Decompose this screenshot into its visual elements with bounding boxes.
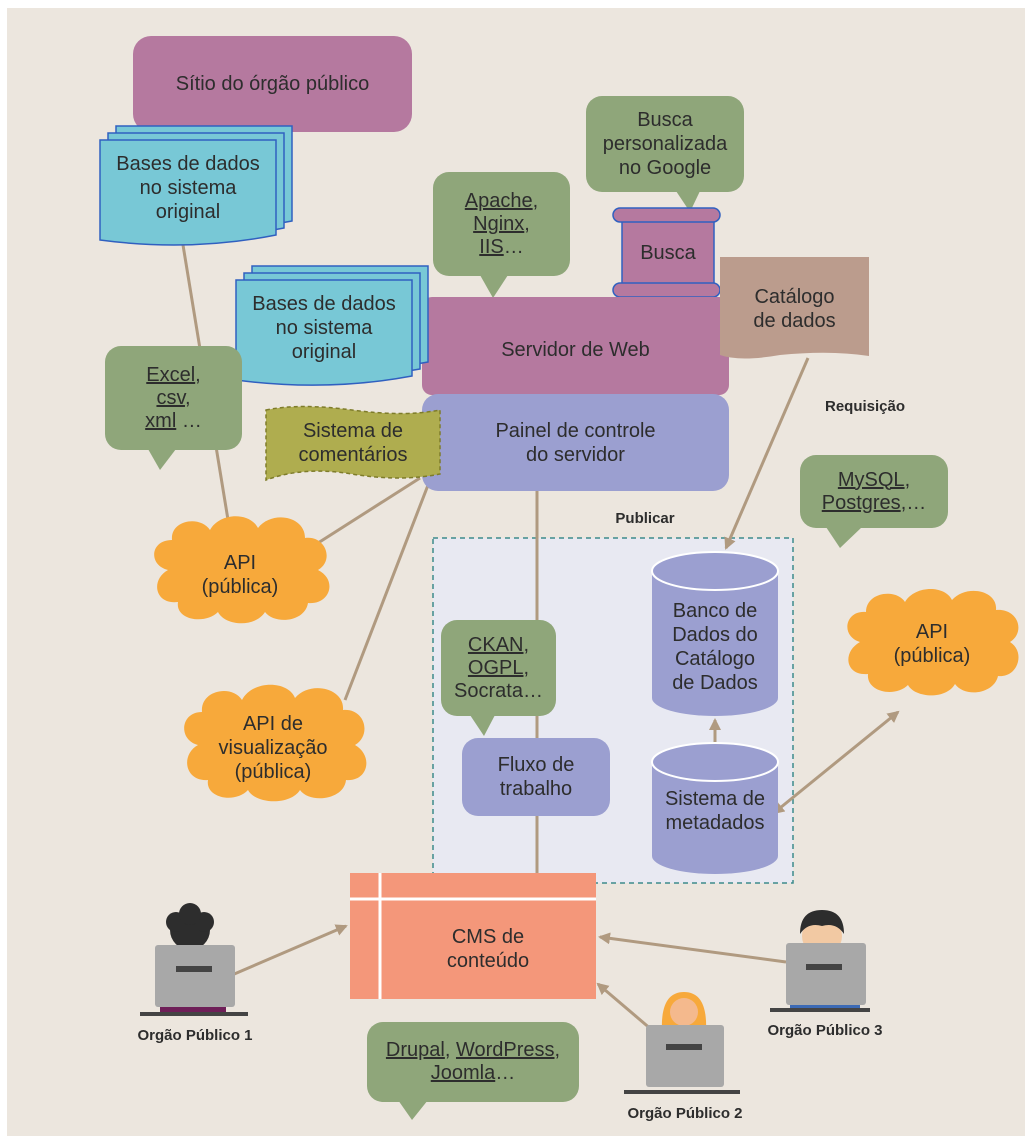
request-label: Requisição (824, 398, 906, 415)
api-left-cloud (154, 516, 330, 624)
databases-bubble (800, 455, 948, 548)
api-right-label: API (pública) (893, 621, 971, 667)
connector-catalog-db (724, 357, 810, 550)
google-search-label: Busca personalizada no Google (602, 109, 728, 179)
drupal-sep: , (444, 1039, 456, 1061)
bases-stack-top (99, 125, 293, 246)
csv-sep: , (184, 386, 191, 409)
bases-stack-mid (235, 265, 429, 386)
comments-label: Sistema de comentários (298, 420, 408, 466)
excel-sep: , (195, 363, 201, 386)
postgres-sep: ,… (900, 491, 927, 514)
cms-window (350, 873, 596, 999)
comments-shape (265, 405, 441, 482)
ogpl-sep: , (523, 656, 530, 679)
apache-link[interactable]: Apache (464, 189, 533, 212)
publish-label: Publicar (615, 510, 675, 527)
metadata-cylinder (651, 742, 779, 874)
web-server-label: Servidor de Web (501, 339, 650, 361)
connector-agency3-cms (598, 932, 787, 964)
wordpress-sep: , (554, 1039, 561, 1061)
connector-panel-api (317, 476, 421, 545)
iis-link[interactable]: IIS (479, 235, 504, 258)
metadata-label: Sistema de metadados (664, 788, 766, 834)
webservers-bubble (433, 172, 570, 298)
joomla-sep: … (495, 1062, 516, 1084)
cms-label: CMS de conteúdo (446, 926, 530, 972)
csv-link[interactable]: csv (156, 386, 185, 409)
ogpl-link[interactable]: OGPL (467, 656, 524, 679)
agency2-label: Orgão Público 2 (627, 1105, 743, 1122)
connector-agency1-cms (231, 924, 348, 977)
workflow-label: Fluxo de trabalho (497, 754, 575, 800)
control-panel-label: Painel de controle do servidor (495, 419, 656, 466)
connector-panel-apiviz (343, 479, 432, 701)
api-viz-cloud (184, 684, 367, 802)
cms-options-bubble (367, 1022, 579, 1120)
bases-mid-label: Bases de dados no sistema original (252, 293, 396, 363)
webservers-list: Apache, Nginx, IIS… (433, 172, 570, 276)
api-right-cloud (847, 588, 1019, 696)
agency1-figure (140, 903, 248, 1016)
search-label: Busca (640, 241, 696, 264)
platforms-bubble (441, 620, 556, 736)
agency2-figure (624, 992, 740, 1094)
formats-bubble (105, 346, 242, 470)
databases-list: MySQL, Postgres,… (800, 455, 948, 528)
api-left-label: API (pública) (201, 552, 279, 598)
cms-options-list: Drupal, WordPress, Joomla… (367, 1022, 579, 1102)
catalog-shape (720, 257, 869, 359)
bases-top-label: Bases de dados no sistema original (116, 152, 260, 223)
catalog-db-label: Banco de Dados do Catálogo de Dados (672, 600, 758, 694)
catalog-label: Catálogo de dados (753, 286, 836, 332)
web-server-box (422, 297, 729, 395)
search-scroll (612, 207, 721, 298)
apache-sep: , (532, 189, 539, 212)
mysql-sep: , (904, 468, 911, 491)
excel-link[interactable]: Excel (146, 363, 196, 386)
agency3-figure (770, 910, 870, 1012)
top-site-label: Sítio do órgão público (175, 73, 370, 95)
socrata-text: Socrata… (454, 679, 543, 702)
formats-list: Excel, csv, xml … (105, 346, 242, 450)
mysql-link[interactable]: MySQL (837, 468, 905, 491)
control-panel-box (422, 394, 729, 491)
workflow-box (462, 738, 610, 816)
iis-sep: … (503, 235, 524, 258)
xml-sep: … (176, 409, 202, 432)
ckan-link[interactable]: CKAN (467, 633, 524, 656)
connector-meta-api (772, 710, 900, 815)
connector-agency2-cms (596, 982, 653, 1032)
platforms-list: CKAN, OGPL, Socrata… (441, 620, 556, 716)
drupal-link[interactable]: Drupal (385, 1039, 445, 1061)
api-viz-label: API de visualização (pública) (218, 713, 328, 783)
postgres-link[interactable]: Postgres (821, 491, 901, 514)
google-bubble (586, 96, 744, 212)
ckan-sep: , (523, 633, 530, 656)
agency3-label: Orgão Público 3 (767, 1022, 883, 1039)
agency1-label: Orgão Público 1 (137, 1027, 253, 1044)
catalog-db-cylinder (651, 551, 779, 716)
nginx-link[interactable]: Nginx (473, 212, 525, 235)
top-site-box (133, 36, 412, 132)
joomla-link[interactable]: Joomla (430, 1062, 496, 1084)
xml-link[interactable]: xml (145, 409, 177, 432)
nginx-sep: , (524, 212, 530, 235)
wordpress-link[interactable]: WordPress (455, 1039, 555, 1061)
